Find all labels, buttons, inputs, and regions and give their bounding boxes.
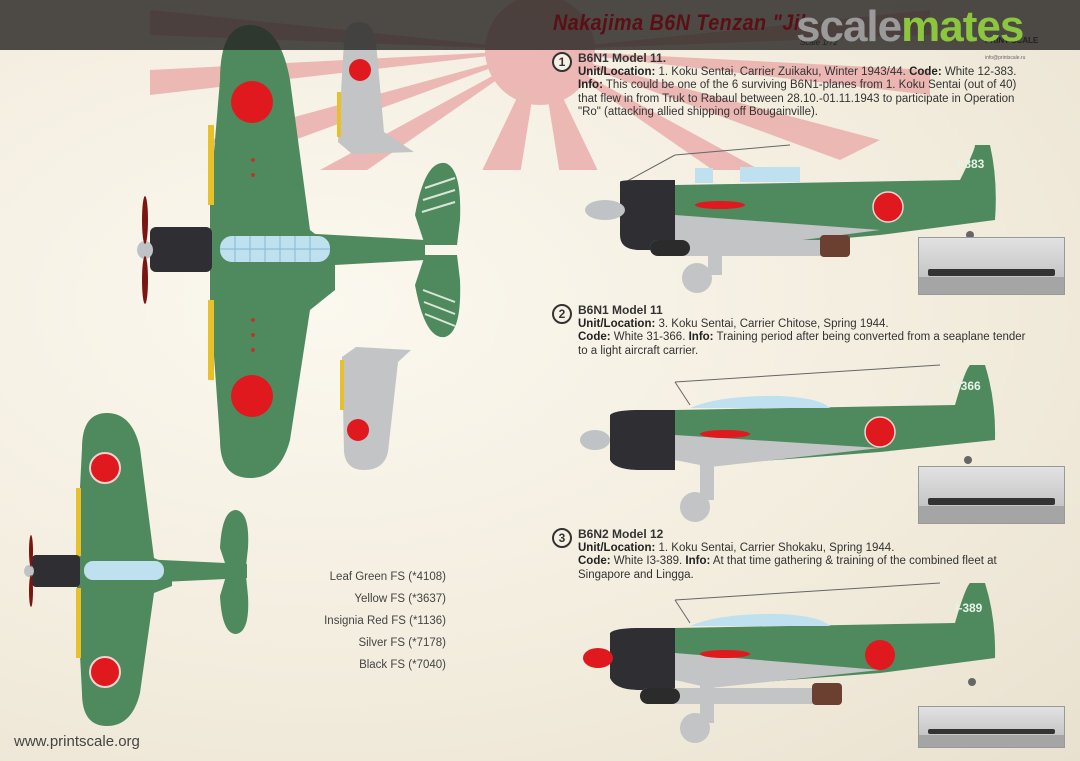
- underside-wing-lower: [340, 347, 411, 470]
- variant-3-description: 3 B6N2 Model 12 Unit/Location: 1. Koku S…: [552, 527, 1032, 582]
- info-label: Info:: [578, 79, 603, 91]
- unit-label: Unit/Location:: [578, 541, 656, 554]
- carrier-photo-shokaku: [918, 706, 1065, 748]
- publisher-logo: PRINT SCALE: [985, 36, 1039, 45]
- legend-item: Insignia Red FS (*1136): [324, 615, 446, 627]
- svg-text:I-383: I-383: [957, 157, 985, 171]
- top-view-large: [137, 25, 461, 478]
- code-label: Code:: [909, 65, 942, 78]
- variant-2-description: 2 B6N1 Model 11 Unit/Location: 3. Koku S…: [552, 303, 1032, 358]
- overlay-banner: [0, 0, 1080, 50]
- logo-text-scale: scale: [796, 2, 902, 51]
- unit-value: 1. Koku Sentai, Carrier Zuikaku, Winter …: [658, 65, 906, 78]
- legend-item: Yellow FS (*3637): [354, 593, 446, 605]
- scalemates-logo[interactable]: scalemates: [796, 2, 1024, 52]
- side-view-3: I-389: [583, 582, 996, 743]
- code-value: White 31-366.: [613, 331, 686, 343]
- unit-label: Unit/Location:: [578, 65, 656, 78]
- variant-1-description: 1 B6N1 Model 11. Unit/Location: 1. Koku …: [552, 51, 1032, 120]
- variant-number-badge: 2: [552, 304, 572, 324]
- code-value: White 12-383.: [944, 65, 1017, 78]
- underside-wing-upper: [337, 22, 414, 154]
- code-value: White I3-389.: [613, 555, 683, 567]
- info-value: Training period after being converted fr…: [578, 331, 1026, 357]
- svg-text:3-366: 3-366: [950, 379, 981, 393]
- color-legend: Leaf Green FS (*4108) Yellow FS (*3637) …: [300, 566, 446, 676]
- info-value: At that time gathering & training of the…: [578, 555, 997, 581]
- top-view-small: [24, 413, 249, 726]
- sheet-title: Nakajima B6N Tenzan "Jil: [553, 10, 806, 35]
- legend-item: Silver FS (*7178): [358, 637, 446, 649]
- publisher-url: info@printscale.ru: [985, 55, 1026, 61]
- variant-model: B6N2 Model 12: [578, 527, 664, 541]
- side-view-1: I-383: [585, 144, 996, 293]
- carrier-photo-zuikaku: [918, 237, 1065, 295]
- website-link[interactable]: www.printscale.org: [14, 733, 140, 750]
- info-value: This could be one of the 6 surviving B6N…: [578, 79, 1017, 118]
- variant-number-badge: 1: [552, 52, 572, 72]
- logo-text-mates: mates: [901, 2, 1024, 51]
- unit-label: Unit/Location:: [578, 317, 656, 330]
- sheet-scale: Scale 1/72: [800, 38, 838, 47]
- variant-model: B6N1 Model 11.: [578, 51, 667, 65]
- variant-number-badge: 3: [552, 528, 572, 548]
- legend-item: Leaf Green FS (*4108): [329, 571, 446, 583]
- variant-model: B6N1 Model 11: [578, 303, 663, 317]
- side-view-2: 3-366: [580, 364, 996, 522]
- info-label: Info:: [685, 555, 711, 567]
- code-label: Code:: [578, 555, 611, 567]
- svg-text:I-389: I-389: [955, 601, 983, 615]
- info-label: Info:: [688, 331, 714, 343]
- legend-item: Black FS (*7040): [359, 659, 446, 671]
- code-label: Code:: [578, 331, 611, 343]
- carrier-photo-chitose: [918, 466, 1065, 524]
- unit-value: 3. Koku Sentai, Carrier Chitose, Spring …: [658, 317, 889, 330]
- unit-value: 1. Koku Sentai, Carrier Shokaku, Spring …: [658, 541, 895, 554]
